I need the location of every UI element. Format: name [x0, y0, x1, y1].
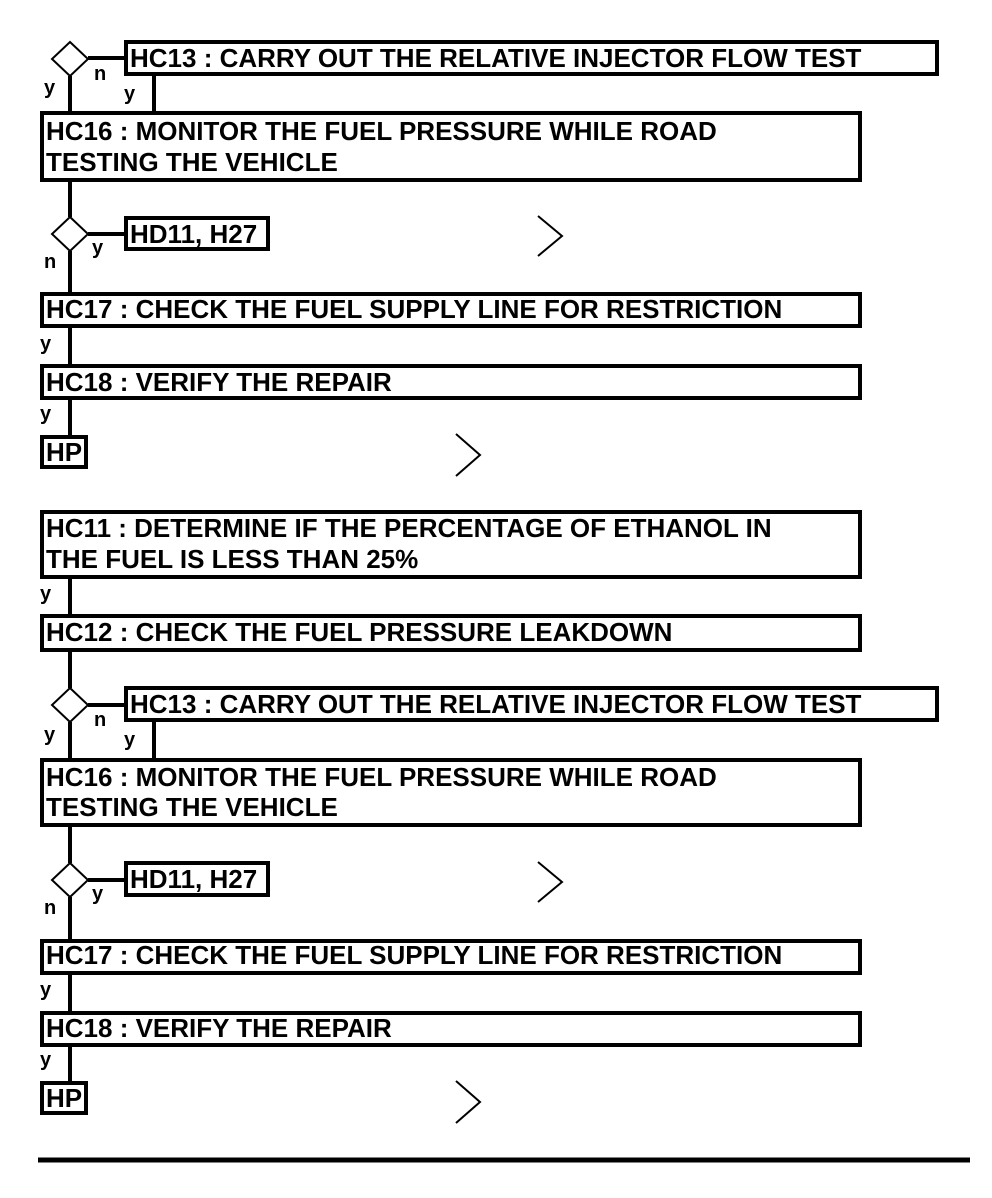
- end-box-hp: [40, 435, 88, 469]
- branch-yes-label: y: [44, 724, 56, 746]
- step-text-hc17: HC17 : CHECK THE FUEL SUPPLY LINE FOR RE…: [46, 940, 782, 970]
- step-text-hc17: HC17 : CHECK THE FUEL SUPPLY LINE FOR RE…: [46, 294, 782, 324]
- step-box-hc18: [40, 364, 862, 400]
- branch-no-label: n: [94, 63, 106, 85]
- branch-no-label: n: [44, 251, 56, 273]
- decision-diamond: [50, 861, 90, 899]
- step-text-hc16: HC16 : MONITOR THE FUEL PRESSURE WHILE R…: [46, 762, 717, 792]
- branch-yes-label: y: [44, 77, 56, 99]
- branch-no-label: n: [94, 709, 106, 731]
- step-text-hc13: HC13 : CARRY OUT THE RELATIVE INJECTOR F…: [130, 43, 862, 73]
- decision-diamond: [50, 215, 90, 253]
- step-text-hc11: HC11 : DETERMINE IF THE PERCENTAGE OF ET…: [46, 513, 772, 543]
- branch-yes-label: y: [40, 1049, 52, 1071]
- step-box-hc16: [40, 758, 862, 827]
- branch-yes-label: y: [40, 979, 52, 1001]
- chevron-right-icon: [455, 1080, 482, 1124]
- chevron-right-icon: [537, 861, 564, 903]
- branch-yes-label: y: [124, 729, 136, 751]
- step-box-hc13: [124, 686, 939, 722]
- branch-yes-label: y: [92, 237, 104, 259]
- decision-diamond: [50, 40, 90, 78]
- end-text-hp: HP: [46, 1083, 82, 1113]
- chevron-right-icon: [455, 433, 482, 477]
- step-text-hc18: HC18 : VERIFY THE REPAIR: [46, 1013, 392, 1043]
- branch-yes-label: y: [40, 583, 52, 605]
- step-box-hc17: [40, 292, 862, 328]
- step-box-hc17: [40, 939, 862, 975]
- decision-diamond: [50, 686, 90, 724]
- step-text-hc13: HC13 : CARRY OUT THE RELATIVE INJECTOR F…: [130, 689, 862, 719]
- step-box-hc18: [40, 1011, 862, 1047]
- chevron-right-icon: [537, 215, 564, 257]
- reference-box-hd11: [124, 861, 270, 897]
- branch-yes-label: y: [40, 333, 52, 355]
- end-text-hp: HP: [46, 437, 82, 467]
- step-text-hc12: HC12 : CHECK THE FUEL PRESSURE LEAKDOWN: [46, 617, 672, 647]
- step-box-hc16: [40, 111, 862, 182]
- step-box-hc13: [124, 40, 939, 76]
- step-text-hc16: HC16 : MONITOR THE FUEL PRESSURE WHILE R…: [46, 116, 717, 146]
- branch-no-label: n: [44, 897, 56, 919]
- step-box-hc12: [40, 614, 862, 652]
- reference-box-hd11: [124, 216, 270, 251]
- step-text-hc18: HC18 : VERIFY THE REPAIR: [46, 367, 392, 397]
- reference-text-hd11: HD11, H27: [130, 864, 257, 894]
- step-text-hc16: TESTING THE VEHICLE: [46, 792, 338, 822]
- branch-yes-label: y: [40, 403, 52, 425]
- reference-text-hd11: HD11, H27: [130, 219, 257, 249]
- branch-yes-label: y: [92, 883, 104, 905]
- step-text-hc11: THE FUEL IS LESS THAN 25%: [46, 544, 418, 574]
- end-box-hp: [40, 1081, 88, 1115]
- branch-yes-label: y: [124, 83, 136, 105]
- step-text-hc16: TESTING THE VEHICLE: [46, 147, 338, 177]
- step-box-hc11: [40, 510, 862, 579]
